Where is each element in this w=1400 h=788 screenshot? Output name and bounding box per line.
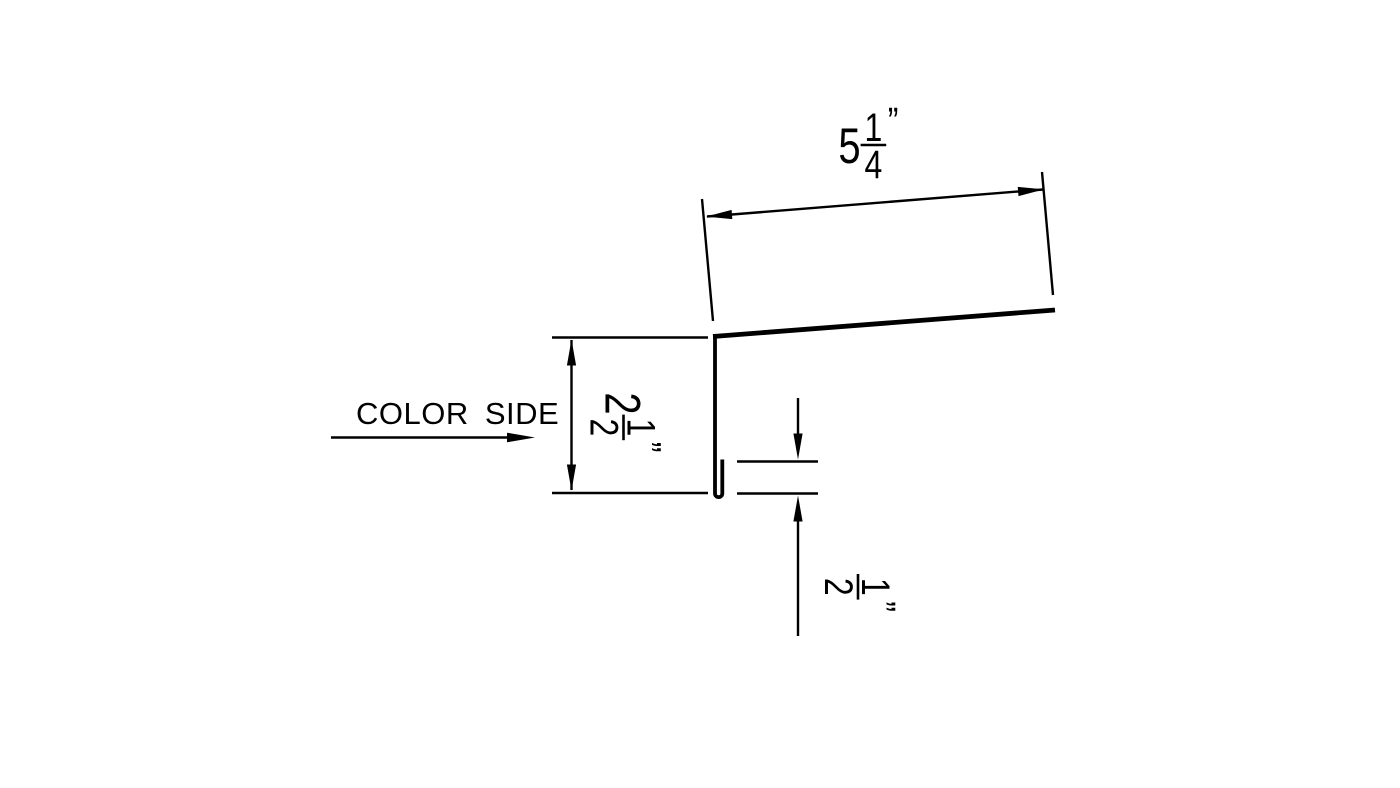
leg-dim-arrowhead-top	[566, 339, 577, 366]
profile-top-flange-line	[712, 307, 1056, 339]
flange-dim-arrowhead-left	[706, 209, 733, 220]
leg-dim-text: 2 1 2 ”	[582, 392, 670, 452]
profile-leg-and-hem-line	[713, 334, 725, 500]
flange-dim-arrowhead-right	[1017, 186, 1044, 197]
profile-outline	[712, 307, 1056, 500]
flange-dim-numerator: 1	[864, 105, 882, 150]
flange-dim-whole: 5	[838, 118, 860, 174]
hem-dim-denominator: 2	[816, 578, 861, 596]
flange-dim-denominator: 4	[864, 142, 882, 187]
flange-dim-text: 5 1 4 ”	[838, 99, 898, 187]
leg-dim-arrowhead-bottom	[566, 464, 577, 491]
hem-dim-numerator: 1	[853, 578, 898, 596]
hem-dim-arrowhead-down	[793, 433, 803, 460]
hem-dim-unit: ”	[859, 601, 904, 612]
hem-dim-arrowhead-up	[793, 495, 803, 522]
color-side-annotation: COLOR SIDE	[331, 396, 559, 443]
leg-dimension: 2 1 2 ”	[552, 336, 708, 495]
leg-dim-denominator: 2	[582, 418, 627, 436]
flange-dim-extension-right	[1040, 171, 1055, 296]
flange-dim-extension-left	[700, 198, 715, 322]
leg-dim-whole: 2	[594, 392, 650, 414]
color-side-label: COLOR SIDE	[356, 396, 559, 431]
color-side-arrowhead	[507, 432, 535, 443]
leg-dim-numerator: 1	[619, 418, 664, 436]
hem-dimension: 1 2 ”	[737, 398, 904, 636]
hem-dim-text: 1 2 ”	[816, 573, 904, 612]
flange-dim-line	[706, 188, 1044, 218]
flange-dim-unit: ”	[888, 99, 899, 144]
leg-dim-unit: ”	[625, 442, 670, 453]
flange-dimension: 5 1 4 ”	[700, 99, 1055, 322]
